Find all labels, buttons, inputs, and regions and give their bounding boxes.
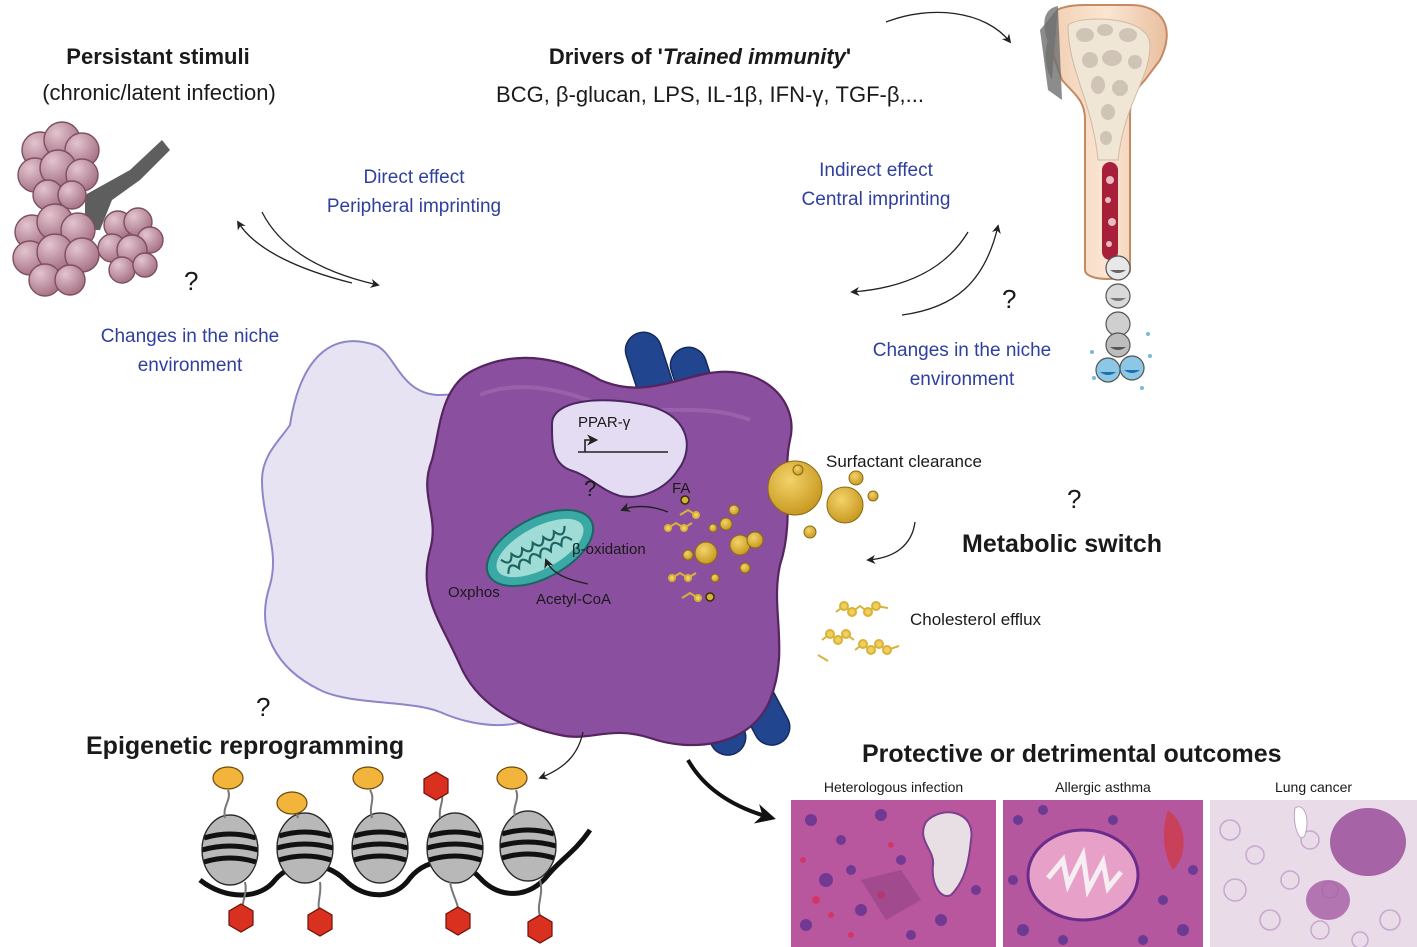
arrow-to-lung xyxy=(237,220,353,284)
niche-left-line1: Changes in the niche xyxy=(100,326,280,347)
arrow-drivers-to-bone xyxy=(885,11,1012,44)
fatty-acid-chains xyxy=(664,508,702,602)
fa-label: FA xyxy=(672,480,691,497)
question-mark-lung: ? xyxy=(184,266,199,296)
acetylcoa-arrow xyxy=(544,558,589,585)
persistent-stimuli-subtitle: (chronic/latent infection) xyxy=(42,80,276,105)
metabolic-switch-arrow xyxy=(866,521,916,564)
surfactant-clearance-label: Surfactant clearance xyxy=(826,452,982,471)
arrow-to-bone xyxy=(901,224,1001,316)
epigenetic-arrow xyxy=(538,731,584,780)
drivers-title-prefix: Drivers of ' xyxy=(548,44,663,69)
persistent-stimuli-title: Persistant stimuli xyxy=(66,44,250,69)
oxphos-label: Oxphos xyxy=(448,584,500,601)
indirect-effect-line2: Central imprinting xyxy=(801,189,951,210)
drivers-list: BCG, β-glucan, LPS, IL-1β, IFN-γ, TGF-β,… xyxy=(496,82,924,107)
fa-to-mito-arrow xyxy=(620,502,669,513)
bone-marrow-illustration xyxy=(1040,4,1168,390)
acetyl-coa-label: Acetyl-CoA xyxy=(536,591,612,608)
drivers-title: Drivers of 'Trained immunity' xyxy=(400,44,1000,70)
question-mark-nucleus: ? xyxy=(584,476,597,501)
promoter-arrow xyxy=(584,434,599,452)
niche-right-line2: environment xyxy=(909,369,1015,390)
histology-heterologous-infection xyxy=(791,800,996,947)
beta-oxidation-label: β-oxidation xyxy=(572,541,646,558)
direct-effect-line1: Direct effect xyxy=(363,167,465,188)
histology-allergic-asthma xyxy=(1003,800,1203,947)
alveoli-cluster xyxy=(12,121,170,297)
outcome-arrow xyxy=(686,759,776,824)
macrophage-cell xyxy=(425,356,793,747)
niche-left-line2: environment xyxy=(137,355,243,376)
chromatin xyxy=(198,766,593,944)
panel-label-allergic-asthma: Allergic asthma xyxy=(1055,779,1151,795)
question-mark-epigenetic: ? xyxy=(256,692,271,722)
direct-effect-line2: Peripheral imprinting xyxy=(326,196,502,217)
epigenetic-reprogramming-label: Epigenetic reprogramming xyxy=(86,732,405,760)
drivers-title-suffix: ' xyxy=(845,44,852,69)
lipid-droplets xyxy=(682,460,879,583)
metabolic-switch-label: Metabolic switch xyxy=(962,530,1163,558)
ppar-gamma-label: PPAR-γ xyxy=(578,414,631,431)
question-mark-metabolic: ? xyxy=(1067,484,1082,514)
cholesterol-molecules xyxy=(817,601,900,662)
outcomes-title: Protective or detrimental outcomes xyxy=(862,740,1282,768)
arrow-to-cell-left xyxy=(261,211,380,288)
cholesterol-efflux-label: Cholesterol efflux xyxy=(910,610,1042,629)
question-mark-bone: ? xyxy=(1002,284,1017,314)
nucleus xyxy=(550,399,688,498)
mitochondrion xyxy=(485,509,595,587)
niche-right-line1: Changes in the niche xyxy=(872,340,1052,361)
drivers-title-italic: Trained immunity xyxy=(662,44,846,69)
indirect-effect-line1: Indirect effect xyxy=(819,160,933,181)
panel-label-lung-cancer: Lung cancer xyxy=(1274,779,1353,795)
panel-label-heterologous-infection: Heterologous infection xyxy=(823,779,964,795)
arrow-to-cell-right xyxy=(850,231,969,296)
histology-lung-cancer xyxy=(1210,800,1417,947)
